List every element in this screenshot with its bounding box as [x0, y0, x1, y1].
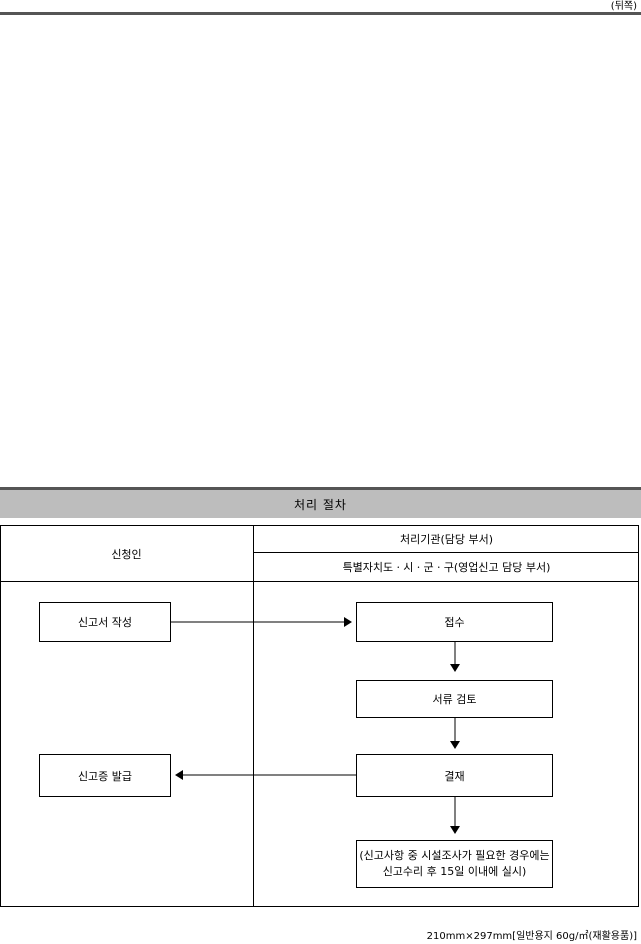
page-side-label: (뒤쪽): [610, 1, 637, 12]
paper-spec-footer: 210mm×297mm[일반용지 60g/㎡(재활용품)]: [426, 931, 637, 942]
section-header: 처리 절차: [0, 487, 641, 518]
write-report-label: 신고서 작성: [77, 616, 133, 629]
agency-detail-header: 특별자치도ㆍ시ㆍ군ㆍ구(영업신고 담당 부서): [254, 553, 639, 581]
note-line-2: 신고수리 후 15일 이내에 실시): [382, 865, 527, 878]
procedure-table: [0, 525, 639, 907]
applicant-label: 신청인: [111, 547, 142, 561]
section-title: 처리 절차: [294, 497, 347, 512]
issue-certificate-box: 신고증 발급: [39, 754, 171, 797]
write-report-box: 신고서 작성: [39, 602, 171, 642]
arrow-head-down-3: [450, 826, 460, 834]
arrow-head-right: [344, 617, 352, 627]
header-row-divider: [253, 552, 639, 553]
arrow-head-down-1: [450, 664, 460, 672]
note-line-1: (신고사항 중 시설조사가 필요한 경우에는: [359, 849, 550, 862]
arrow-head-left: [175, 770, 183, 780]
agency-header: 처리기관(담당 부서): [254, 526, 639, 552]
top-divider: [0, 12, 641, 15]
review-box: 서류 검토: [356, 680, 553, 718]
agency-label: 처리기관(담당 부서): [399, 533, 494, 546]
review-label: 서류 검토: [432, 693, 477, 706]
applicant-header: 신청인: [0, 526, 253, 581]
header-bottom-divider: [0, 581, 639, 582]
approval-box: 결재: [356, 754, 553, 797]
agency-detail-label: 특별자치도ㆍ시ㆍ군ㆍ구(영업신고 담당 부서): [342, 561, 551, 574]
column-divider: [253, 525, 254, 907]
issue-certificate-label: 신고증 발급: [77, 769, 133, 783]
receipt-box: 접수: [356, 602, 553, 642]
receipt-label: 접수: [444, 616, 465, 629]
arrow-head-down-2: [450, 741, 460, 749]
approval-label: 결재: [444, 769, 465, 783]
inspection-note-box: (신고사항 중 시설조사가 필요한 경우에는 신고수리 후 15일 이내에 실시…: [356, 840, 553, 888]
